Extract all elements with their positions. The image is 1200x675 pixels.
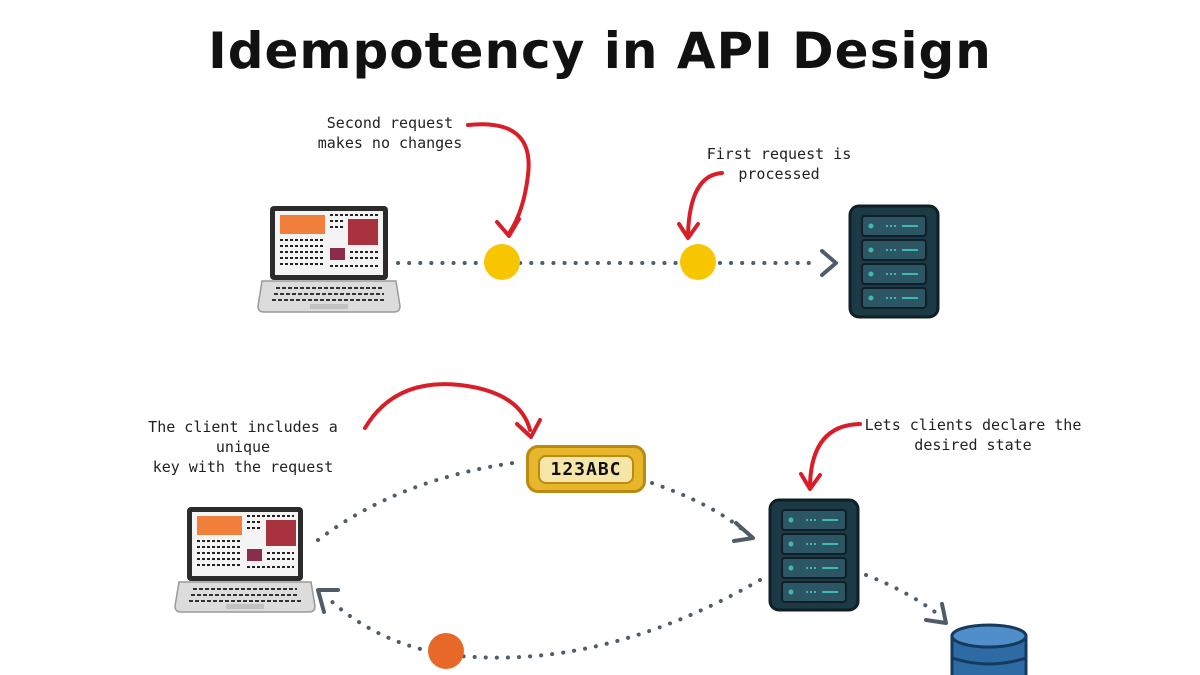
response-arrowhead: [316, 588, 340, 614]
client-key-note: The client includes a unique key with th…: [118, 417, 368, 477]
request-arc-right: [650, 481, 747, 534]
second-request-dot: [484, 244, 520, 280]
request-arc-left: [316, 460, 522, 542]
second-request-line2: makes no changes: [317, 134, 463, 152]
database-icon: [950, 623, 1028, 675]
client-key-line2: key with the request: [152, 458, 334, 476]
second-request-note: Second request makes no changes: [300, 113, 480, 153]
page-title: Idempotency in API Design: [208, 22, 992, 80]
idempotency-key-text: 123ABC: [538, 454, 634, 484]
database-connector: [864, 573, 937, 614]
laptop-icon: [257, 206, 401, 313]
first-request-line2: processed: [738, 165, 820, 183]
declare-state-note: Lets clients declare the desired state: [862, 415, 1084, 455]
client-key-line1: The client includes a unique: [148, 418, 338, 456]
server-icon: [768, 498, 860, 612]
first-request-note: First request is processed: [694, 144, 864, 184]
response-dot: [428, 633, 464, 669]
response-arc: [328, 578, 762, 660]
declare-state-line1: Lets clients declare the: [864, 416, 1082, 434]
declare-state-arrow: [799, 422, 862, 491]
first-request-dot: [680, 244, 716, 280]
second-request-arrow: [466, 122, 531, 238]
second-request-line1: Second request: [326, 114, 454, 132]
first-request-arrow: [677, 171, 724, 240]
request-arrowhead: [732, 521, 755, 543]
idempotency-key-badge: 123ABC: [526, 445, 646, 493]
top-arrowhead: [820, 249, 838, 277]
first-request-line1: First request is: [706, 145, 852, 163]
laptop-icon: [174, 507, 316, 613]
server-icon: [848, 204, 940, 319]
declare-state-line2: desired state: [914, 436, 1032, 454]
database-arrowhead: [924, 602, 948, 625]
client-key-arrow: [363, 382, 542, 439]
